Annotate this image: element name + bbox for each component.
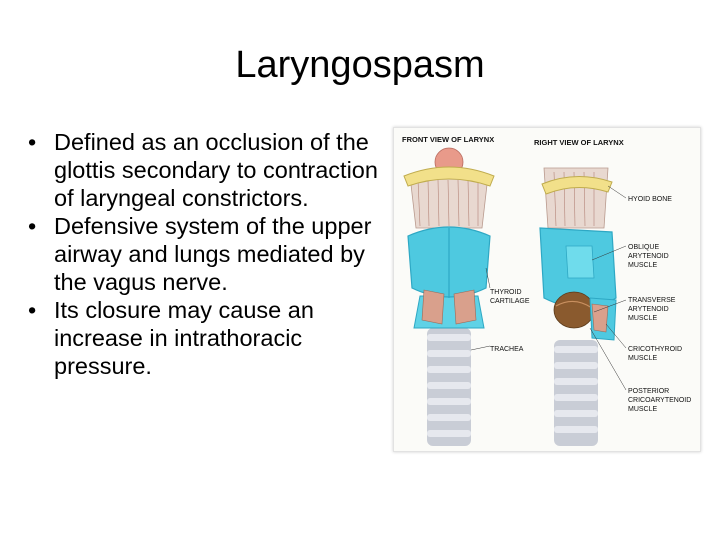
bullet-item: • Defensive system of the upper airway a… (28, 212, 378, 296)
svg-text:TRACHEA: TRACHEA (490, 346, 524, 353)
front-larynx (403, 147, 495, 446)
slide-title: Laryngospasm (235, 44, 485, 86)
bullet-text: Defensive system of the upper airway and… (54, 213, 372, 295)
bullet-glyph: • (28, 129, 37, 155)
label-thyroid-cartilage: THYROID CARTILAGE (490, 289, 530, 305)
front-hyoid (403, 166, 495, 187)
svg-text:MUSCLE: MUSCLE (628, 406, 658, 413)
bullet-glyph: • (28, 297, 37, 323)
svg-text:THYROID: THYROID (490, 289, 522, 296)
right-oblique-arytenoid (565, 245, 595, 279)
label-cricothyroid-muscle: CRICOTHYROID MUSCLE (628, 346, 682, 362)
label-transverse-arytenoid: TRANSVERSE ARYTENOID MUSCLE (628, 297, 676, 322)
right-trachea (554, 340, 598, 446)
front-view-label: FRONT VIEW OF LARYNX (402, 135, 494, 144)
right-hyoid (541, 175, 613, 195)
right-cricothyroid (591, 303, 609, 333)
svg-text:OBLIQUE: OBLIQUE (628, 244, 659, 251)
svg-text:MUSCLE: MUSCLE (628, 355, 658, 362)
bullet-item: • Its closure may cause an increase in i… (28, 296, 378, 380)
right-transverse-arytenoid (553, 291, 595, 329)
larynx-illustration: FRONT VIEW OF LARYNX RIGHT VIEW OF LARYN… (393, 127, 701, 452)
label-trachea: TRACHEA (490, 346, 524, 353)
bullet-glyph: • (28, 213, 37, 239)
svg-text:POSTERIOR: POSTERIOR (628, 388, 669, 395)
bullet-item: • Defined as an occlusion of the glottis… (28, 128, 378, 212)
label-hyoid-bone: HYOID BONE (628, 196, 672, 203)
right-larynx (539, 167, 617, 446)
larynx-diagram: FRONT VIEW OF LARYNX RIGHT VIEW OF LARYN… (402, 135, 691, 446)
svg-text:CRICOTHYROID: CRICOTHYROID (628, 346, 682, 353)
leader-lines (470, 185, 627, 391)
label-oblique-arytenoid: OBLIQUE ARYTENOID MUSCLE (628, 244, 669, 269)
right-view-label: RIGHT VIEW OF LARYNX (534, 138, 624, 147)
front-cricothyroid (421, 289, 445, 325)
svg-text:MUSCLE: MUSCLE (628, 262, 658, 269)
svg-text:MUSCLE: MUSCLE (628, 315, 658, 322)
svg-text:HYOID BONE: HYOID BONE (628, 196, 672, 203)
bullet-list: • Defined as an occlusion of the glottis… (28, 128, 378, 380)
svg-text:CARTILAGE: CARTILAGE (490, 298, 530, 305)
bullet-text: Its closure may cause an increase in int… (54, 297, 314, 379)
svg-text:TRANSVERSE: TRANSVERSE (628, 297, 676, 304)
svg-text:ARYTENOID: ARYTENOID (628, 306, 669, 313)
svg-text:CRICOARYTENOID: CRICOARYTENOID (628, 397, 691, 404)
label-posterior-cricoarytenoid: POSTERIOR CRICOARYTENOID MUSCLE (628, 388, 691, 413)
front-trachea (427, 328, 471, 446)
bullet-text: Defined as an occlusion of the glottis s… (54, 129, 378, 211)
svg-text:ARYTENOID: ARYTENOID (628, 253, 669, 260)
